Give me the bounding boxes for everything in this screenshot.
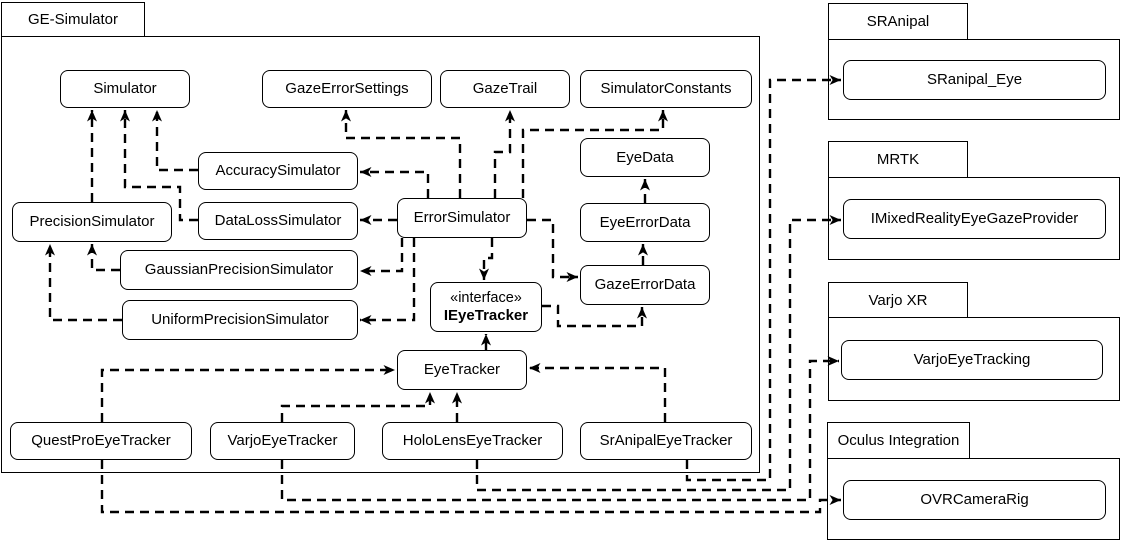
class-name: SrAnipalEyeTracker [599, 432, 733, 450]
class-box-i-mixed-reality-eye-gaze-provider: IMixedRealityEyeGazeProvider [843, 199, 1106, 239]
class-box-sr-anipal-eye-tracker: SrAnipalEyeTracker [580, 422, 752, 460]
package-tab-mrtk: MRTK [828, 141, 968, 178]
package-label: MRTK [876, 151, 920, 168]
class-name: GazeErrorData [594, 276, 696, 294]
class-box-quest-pro-eye-tracker: QuestProEyeTracker [10, 422, 192, 460]
class-name: AccuracySimulator [215, 162, 341, 180]
package-tab-ge-simulator: GE-Simulator [1, 2, 145, 37]
class-name: GaussianPrecisionSimulator [144, 261, 334, 279]
class-box-varjo-eye-tracking: VarjoEyeTracking [841, 340, 1103, 380]
class-box-i-eye-tracker: «interface»IEyeTracker [430, 282, 542, 332]
class-box-eye-tracker: EyeTracker [397, 350, 527, 390]
class-box-eye-data: EyeData [580, 138, 710, 177]
class-stereotype: «interface» [450, 290, 522, 307]
class-name: ErrorSimulator [413, 209, 511, 227]
class-box-holo-lens-eye-tracker: HoloLensEyeTracker [382, 422, 563, 460]
package-tab-sranipal: SRAnipal [828, 3, 968, 40]
package-label: Oculus Integration [837, 432, 960, 449]
package-tab-oculus-integration: Oculus Integration [827, 422, 970, 459]
class-box-uniform-precision-simulator: UniformPrecisionSimulator [122, 300, 358, 340]
class-name: DataLossSimulator [214, 212, 342, 230]
package-label: SRAnipal [866, 13, 930, 30]
class-name: GazeErrorSettings [285, 80, 409, 98]
class-name: SRanipal_Eye [926, 71, 1023, 89]
package-label: GE-Simulator [27, 11, 119, 28]
class-name: VarjoEyeTracking [913, 351, 1031, 369]
class-box-data-loss-simulator: DataLossSimulator [198, 202, 358, 240]
class-name: Simulator [93, 80, 157, 98]
class-box-ovr-camera-rig: OVRCameraRig [843, 480, 1106, 520]
class-name: HoloLensEyeTracker [402, 432, 543, 450]
class-box-gaussian-precision-simulator: GaussianPrecisionSimulator [120, 250, 358, 290]
class-name: QuestProEyeTracker [31, 432, 171, 450]
class-name: UniformPrecisionSimulator [151, 311, 329, 329]
class-name: SimulatorConstants [600, 80, 732, 98]
class-box-precision-simulator: PrecisionSimulator [12, 202, 172, 242]
class-name: EyeTracker [423, 361, 501, 379]
class-name: IEyeTracker [443, 306, 529, 324]
class-box-gaze-trail: GazeTrail [440, 70, 570, 108]
class-box-eye-error-data: EyeErrorData [580, 203, 710, 242]
package-label: Varjo XR [868, 291, 928, 309]
class-box-gaze-error-data: GazeErrorData [580, 265, 710, 305]
class-box-gaze-error-settings: GazeErrorSettings [262, 70, 432, 108]
class-name: GazeTrail [472, 80, 538, 98]
class-box-varjo-eye-tracker: VarjoEyeTracker [210, 422, 355, 460]
class-box-simulator-constants: SimulatorConstants [580, 70, 752, 108]
class-name: IMixedRealityEyeGazeProvider [870, 210, 1079, 228]
class-name: PrecisionSimulator [29, 213, 155, 231]
class-name: VarjoEyeTracker [227, 432, 338, 450]
class-box-error-simulator: ErrorSimulator [397, 198, 527, 238]
class-box-simulator: Simulator [60, 70, 190, 108]
class-name: EyeData [616, 148, 674, 166]
class-box-sranipal-eye: SRanipal_Eye [843, 60, 1106, 100]
package-tab-varjo-xr: Varjo XR [828, 282, 968, 318]
class-name: EyeErrorData [599, 213, 691, 231]
class-name: OVRCameraRig [920, 491, 1029, 509]
class-box-accuracy-simulator: AccuracySimulator [198, 152, 358, 190]
